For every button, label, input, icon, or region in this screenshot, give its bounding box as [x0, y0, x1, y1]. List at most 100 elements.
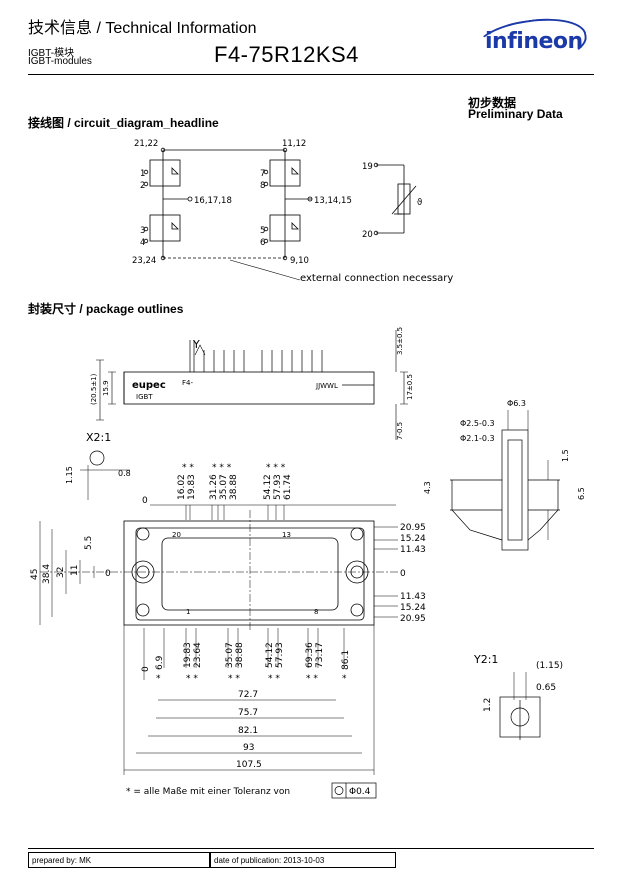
dim-3-5: 3.5±0.5 [396, 327, 404, 355]
logo-wordmark: infineon [485, 29, 583, 54]
external-connection-note: external connection necessary [300, 273, 453, 284]
dim-6-5: 6.5 [577, 487, 586, 500]
circuit-heading: 接线图 / circuit_diagram_headline [28, 116, 219, 130]
right-dim-20-95-bot: 20.95 [400, 614, 426, 624]
tolerance-note: * = alle Maße mit einer Toleranz von [126, 787, 290, 797]
svg-text:* * *: * * * [266, 463, 286, 473]
svg-text:* *: * * [186, 674, 198, 684]
status-en: Preliminary Data [468, 107, 563, 121]
board-pin-20: 20 [172, 531, 181, 539]
dim-20-5: (20.5±1) [90, 373, 98, 405]
side-view [96, 330, 408, 440]
bot-dim-54-12: 54.12 [265, 642, 275, 668]
right-dim-20-95-top: 20.95 [400, 523, 426, 533]
bot-dim-19-83: 19.83 [183, 642, 193, 668]
detail-y-label: Y2:1 [473, 653, 498, 666]
bot-dim-23-64: 23.64 [193, 642, 203, 668]
circuit-diagram [143, 147, 417, 281]
pin-8: 8 [260, 181, 265, 191]
bot-dim-35-07: 35.07 [225, 642, 235, 668]
dim-1-15: 1.15 [65, 466, 74, 484]
pin-3: 3 [140, 226, 145, 236]
prepared-by: prepared by: MK [28, 852, 210, 868]
pin-4: 4 [140, 238, 145, 248]
right-dim-15-24-bot: 15.24 [400, 603, 426, 613]
left-dim-zero: 0 [105, 569, 111, 579]
pin-21-22: 21,22 [134, 139, 158, 149]
top-dim-54-12: 54.12 [263, 474, 273, 500]
pin-7: 7 [260, 169, 265, 179]
igbt-mark: IGBT [136, 393, 153, 401]
overall-dim-75-7: 75.7 [238, 708, 258, 718]
status-cn: 初步数据 [468, 96, 517, 110]
pin-23-24: 23,24 [132, 256, 156, 266]
top-dim-35-07: 35.07 [219, 474, 229, 500]
dim-1-5: 1.5 [561, 449, 570, 462]
pin-13-14-15: 13,14,15 [314, 196, 352, 206]
pin-6: 6 [260, 238, 265, 248]
bot-dim-69-36: 69.36 [305, 642, 315, 668]
x-detail-view [80, 450, 130, 500]
bot-dim-0: 0 [141, 666, 151, 672]
svg-text:* *: * * [306, 674, 318, 684]
board-pin-8: 8 [314, 608, 318, 616]
top-dim-61-74: 61.74 [283, 474, 293, 500]
bot-dim-86-1: 86.1 [341, 650, 351, 670]
svg-text:* *: * * [228, 674, 240, 684]
ntc-theta: ϑ [417, 198, 422, 208]
svg-text:*: * [342, 674, 347, 684]
right-dim-zero: 0 [400, 569, 406, 579]
svg-text:* *: * * [182, 463, 194, 473]
top-dim-31-26: 31.26 [209, 474, 219, 500]
svg-text:* * *: * * * [212, 463, 232, 473]
board-pin-13: 13 [282, 531, 291, 539]
top-dim-38-88: 38.88 [229, 474, 239, 500]
y-dim-1-2: 1.2 [483, 698, 493, 712]
date-code-mark: JJWWL [315, 382, 338, 390]
pin-11-12: 11,12 [282, 139, 306, 149]
dim-0-8: 0.8 [118, 469, 131, 478]
top-dim-zero: 0 [142, 496, 148, 506]
header-rule [28, 74, 594, 75]
pin-detail-view [450, 410, 560, 551]
y-dim-1-15: (1.15) [536, 661, 563, 671]
dim-phi-6-3: Φ6.3 [507, 399, 526, 408]
pin-16-17-18: 16,17,18 [194, 196, 232, 206]
publication-date: date of publication: 2013-10-03 [210, 852, 396, 868]
part-mark: F4- [182, 379, 193, 387]
module-type-en: IGBT-modules [28, 56, 92, 67]
overall-dim-107-5: 107.5 [236, 760, 262, 770]
module-type-cn: IGBT-模块 [28, 48, 75, 59]
package-heading: 封装尺寸 / package outlines [28, 302, 184, 316]
pin-2: 2 [140, 181, 145, 191]
pin-1: 1 [140, 169, 145, 179]
bot-dim-6-9: 6.9 [155, 655, 165, 670]
left-dim-11: 11 [70, 565, 80, 576]
pin-9-10: 9,10 [290, 256, 309, 266]
top-dim-57-93: 57.93 [273, 474, 283, 500]
overall-dim-82-1: 82.1 [238, 726, 258, 736]
dim-17: 17±0.5 [406, 374, 414, 400]
left-dim-38-4: 38.4 [42, 564, 52, 584]
dim-phi-2-1: Φ2.1-0.3 [460, 434, 495, 443]
top-dim-16-02: 16.02 [177, 474, 187, 500]
left-dim-32: 32 [56, 567, 66, 578]
y-dim-0-65: 0.65 [536, 683, 556, 693]
overall-dim-93: 93 [243, 743, 254, 753]
right-dim-15-24-top: 15.24 [400, 534, 426, 544]
part-number: F4-75R12KS4 [214, 42, 359, 67]
tolerance-value: Φ0.4 [349, 787, 371, 797]
left-dim-5-5: 5.5 [84, 536, 94, 550]
pin-5: 5 [260, 226, 265, 236]
top-view [39, 504, 400, 775]
detail-x-label: X2:1 [86, 431, 111, 444]
dim-15-9: 15.9 [102, 380, 110, 396]
overall-dim-72-7: 72.7 [238, 690, 258, 700]
bot-dim-57-93: 57.93 [275, 642, 285, 668]
y-detail-view [499, 672, 541, 740]
dim-4-3: 4.3 [423, 481, 432, 494]
eupec-mark: eupec [132, 380, 166, 391]
dim-7: 7-0.5 [396, 422, 404, 440]
circuit-labels: 21,22 11,12 1 2 7 8 16,17,18 13,14,15 3 … [132, 139, 453, 284]
